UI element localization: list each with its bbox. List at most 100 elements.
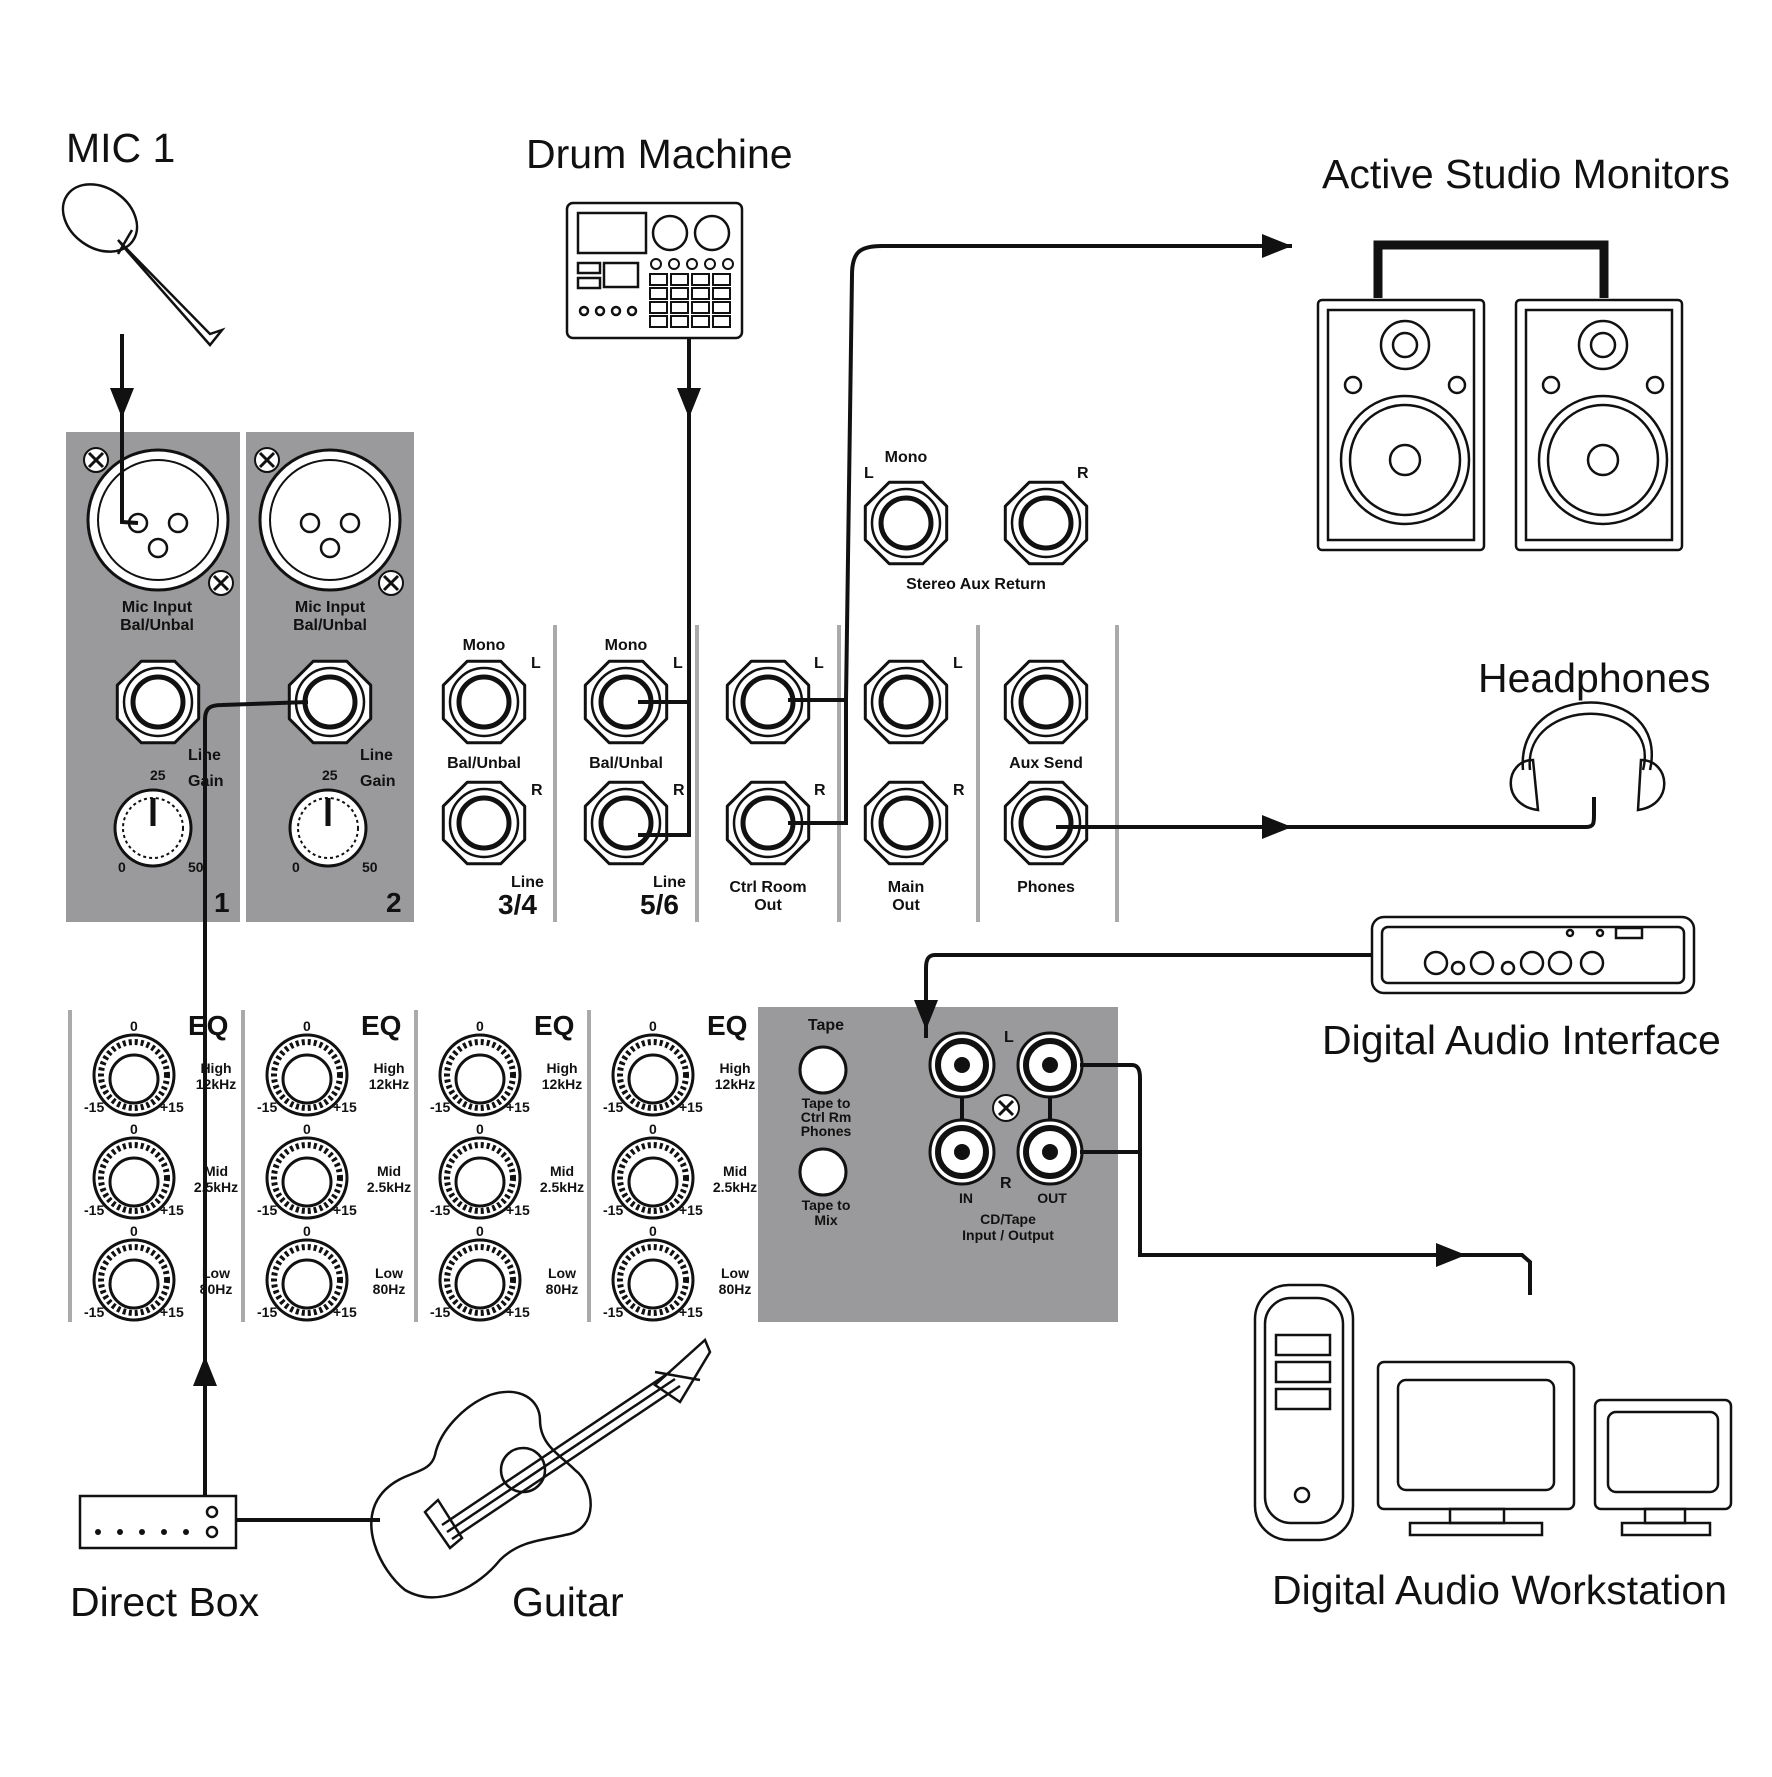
eq-band-label: Mid bbox=[377, 1163, 401, 1179]
ch1-bal-unbal-label: Bal/Unbal bbox=[120, 617, 194, 634]
eq-minus-label: -15 bbox=[84, 1202, 104, 1218]
gain-knob-2[interactable] bbox=[288, 788, 368, 868]
eq-plus-label: +15 bbox=[160, 1202, 184, 1218]
line56-bal-label: Bal/Unbal bbox=[589, 755, 663, 772]
eq-band-label: Mid bbox=[550, 1163, 574, 1179]
eq-zero-label: 0 bbox=[476, 1018, 484, 1034]
aux-return-L-label: L bbox=[864, 465, 874, 482]
cd-tape-io-label: Input / Output bbox=[962, 1227, 1054, 1243]
eq-mid-knob[interactable] bbox=[438, 1136, 522, 1220]
ch2-line-jack[interactable] bbox=[287, 659, 373, 745]
eq-mid-knob[interactable] bbox=[265, 1136, 349, 1220]
line56-line-label: Line bbox=[653, 874, 686, 891]
eq-plus-label: +15 bbox=[333, 1099, 357, 1115]
eq-title: EQ bbox=[534, 1010, 574, 1041]
channel-2-number: 2 bbox=[386, 887, 402, 918]
aux-send-label: Aux Send bbox=[1009, 755, 1083, 772]
tape-label: Tape bbox=[808, 1017, 844, 1034]
eq-zero-label: 0 bbox=[130, 1018, 138, 1034]
phones-jack[interactable] bbox=[1003, 780, 1089, 866]
eq-high-knob[interactable] bbox=[92, 1033, 176, 1117]
line34-L-label: L bbox=[531, 655, 541, 672]
eq-zero-label: 0 bbox=[303, 1223, 311, 1239]
eq-title: EQ bbox=[188, 1010, 228, 1041]
line34-R-jack[interactable] bbox=[441, 780, 527, 866]
ch1-gain-25: 25 bbox=[150, 767, 166, 783]
eq-mid-knob[interactable] bbox=[611, 1136, 695, 1220]
monitors-label: Active Studio Monitors bbox=[1322, 151, 1730, 197]
eq-low-knob[interactable] bbox=[92, 1238, 176, 1322]
direct-box-label: Direct Box bbox=[70, 1579, 260, 1625]
eq-band-label: Low bbox=[202, 1265, 230, 1281]
ch2-gain-50: 50 bbox=[362, 859, 378, 875]
ch2-mic-input-label: Mic Input bbox=[295, 599, 366, 616]
eq-high-knob[interactable] bbox=[611, 1033, 695, 1117]
eq-plus-label: +15 bbox=[160, 1304, 184, 1320]
eq-minus-label: -15 bbox=[257, 1202, 277, 1218]
tape-to-ctrl-button[interactable] bbox=[798, 1045, 848, 1095]
line56-L-jack[interactable] bbox=[583, 659, 669, 745]
aux-return-L-jack[interactable] bbox=[863, 480, 949, 566]
eq-band-label: Mid bbox=[204, 1163, 228, 1179]
tape-to-mix-button[interactable] bbox=[798, 1147, 848, 1197]
rca-R-label: R bbox=[1000, 1175, 1012, 1192]
ctrl-room-label: Ctrl Room bbox=[729, 879, 806, 896]
aux-send-jack[interactable] bbox=[1003, 659, 1089, 745]
line56-R-label: R bbox=[673, 782, 685, 799]
aux-return-R-label: R bbox=[1077, 465, 1089, 482]
ch1-gain-50: 50 bbox=[188, 859, 204, 875]
guitar-label: Guitar bbox=[512, 1579, 624, 1625]
ch1-gain-0: 0 bbox=[118, 859, 126, 875]
eq-freq-label: 2.5kHz bbox=[713, 1179, 757, 1195]
eq-plus-label: +15 bbox=[333, 1304, 357, 1320]
rca-jacks[interactable] bbox=[928, 1031, 1084, 1186]
eq-plus-label: +15 bbox=[333, 1202, 357, 1218]
eq-high-knob[interactable] bbox=[265, 1033, 349, 1117]
eq-plus-label: +15 bbox=[506, 1304, 530, 1320]
eq-band-label: Low bbox=[721, 1265, 749, 1281]
interface-label: Digital Audio Interface bbox=[1322, 1017, 1721, 1063]
line34-L-jack[interactable] bbox=[441, 659, 527, 745]
daw-computer-icon bbox=[1253, 1283, 1733, 1542]
main-out-label: Out bbox=[892, 897, 920, 914]
stereo-aux-return-label: Stereo Aux Return bbox=[906, 576, 1046, 593]
aux-return-mono-label: Mono bbox=[885, 449, 928, 466]
eq-zero-label: 0 bbox=[649, 1121, 657, 1137]
eq-high-knob[interactable] bbox=[438, 1033, 522, 1117]
eq-zero-label: 0 bbox=[303, 1121, 311, 1137]
eq-band-label: High bbox=[200, 1060, 231, 1076]
line34-line-label: Line bbox=[511, 874, 544, 891]
aux-return-R-jack[interactable] bbox=[1003, 480, 1089, 566]
tape-to-mix-label-1: Tape to bbox=[802, 1197, 851, 1213]
eq-mid-knob[interactable] bbox=[92, 1136, 176, 1220]
eq-minus-label: -15 bbox=[430, 1304, 450, 1320]
eq-low-knob[interactable] bbox=[265, 1238, 349, 1322]
ctrl-room-L-jack[interactable] bbox=[725, 659, 811, 745]
ch2-gain-label: Gain bbox=[360, 773, 396, 790]
rca-in-label: IN bbox=[959, 1190, 973, 1206]
headphones-icon bbox=[1509, 701, 1666, 812]
main-L-label: L bbox=[953, 655, 963, 672]
cd-tape-label: CD/Tape bbox=[980, 1211, 1036, 1227]
eq-freq-label: 80Hz bbox=[546, 1281, 579, 1297]
cables bbox=[110, 234, 1596, 1522]
gain-knob-1[interactable] bbox=[113, 788, 193, 868]
eq-low-knob[interactable] bbox=[438, 1238, 522, 1322]
eq-plus-label: +15 bbox=[506, 1099, 530, 1115]
xlr-jack-2[interactable] bbox=[254, 447, 404, 596]
main-L-jack[interactable] bbox=[863, 659, 949, 745]
eq-freq-label: 12kHz bbox=[715, 1076, 755, 1092]
ch1-line-jack[interactable] bbox=[115, 659, 201, 745]
line34-mono-label: Mono bbox=[463, 637, 506, 654]
eq-freq-label: 2.5kHz bbox=[540, 1179, 584, 1195]
eq-minus-label: -15 bbox=[84, 1304, 104, 1320]
line34-bal-label: Bal/Unbal bbox=[447, 755, 521, 772]
eq-freq-label: 80Hz bbox=[373, 1281, 406, 1297]
eq-low-knob[interactable] bbox=[611, 1238, 695, 1322]
main-R-label: R bbox=[953, 782, 965, 799]
ctrl-R-label: R bbox=[814, 782, 826, 799]
line56-R-jack[interactable] bbox=[583, 780, 669, 866]
main-R-jack[interactable] bbox=[863, 780, 949, 866]
